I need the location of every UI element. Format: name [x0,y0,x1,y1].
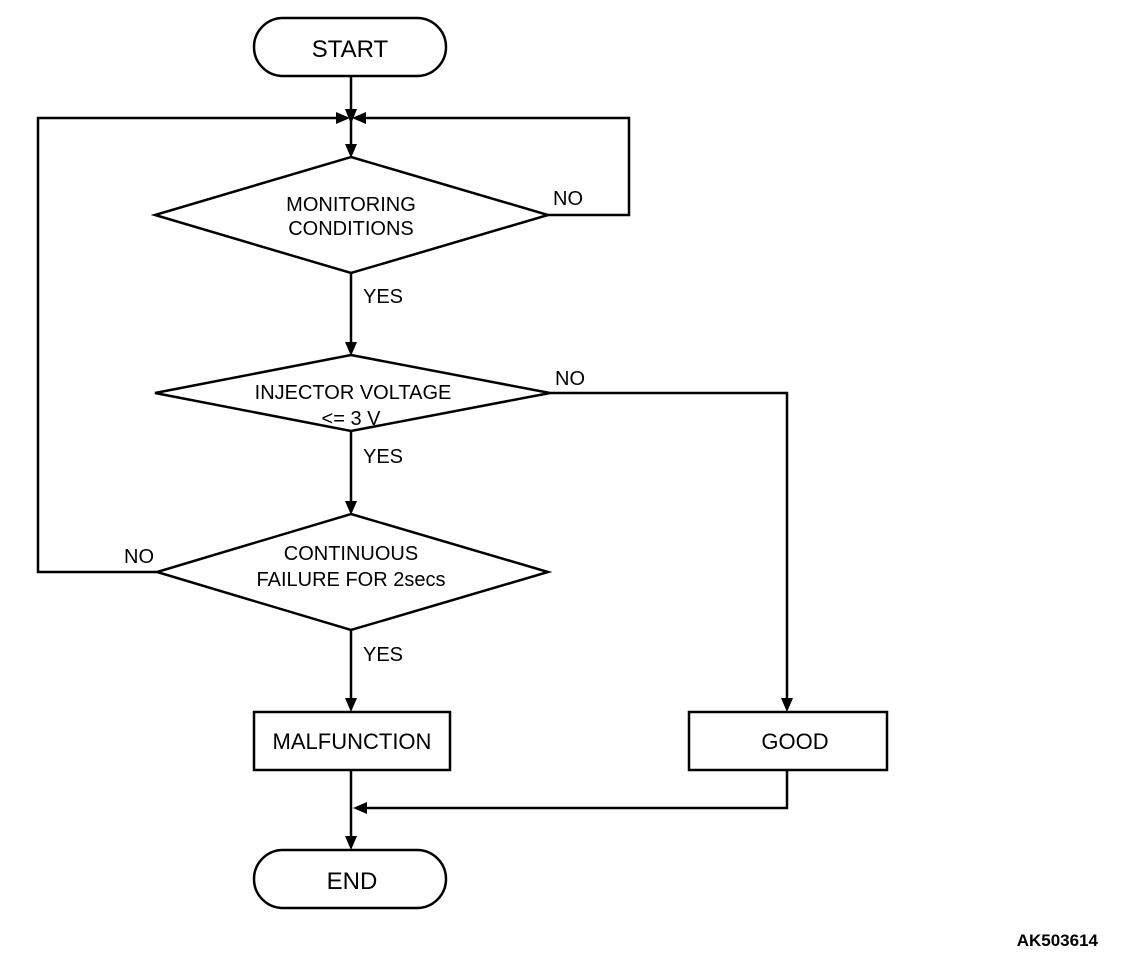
malfunction-label: MALFUNCTION [273,729,432,754]
arrowhead-d2 [345,342,357,356]
connector-d1-no-loop [362,116,631,217]
decision-1-no-label: NO [553,188,583,210]
connector-good-to-end [364,770,789,810]
decision-1-yes-label: YES [363,286,403,308]
decision-3-line-1: CONTINUOUS [284,543,418,565]
arrowhead-good [781,698,793,712]
decision-1-line-1: MONITORING [286,194,416,216]
arrowhead-d3 [345,501,357,515]
arrowhead-malfunction [345,698,357,712]
decision-2-line-2: <= 3 V [322,408,382,430]
decision-3-no-label: NO [124,546,154,568]
arrowhead-d1-no [352,112,366,124]
decision-2-line-1: INJECTOR VOLTAGE [255,382,452,404]
arrowhead-good-merge [353,802,367,814]
connector-d3-no-loop [36,116,340,574]
figure-id: AK503614 [1017,931,1099,950]
end-label: END [327,868,378,895]
start-label: START [312,36,389,63]
decision-1-line-2: CONDITIONS [288,218,414,240]
arrowhead-d3-no [336,112,350,124]
arrowhead-start [345,109,357,124]
end-terminal [252,848,448,910]
good-label: GOOD [761,729,828,754]
arrowhead-d1 [345,144,357,158]
decision-2-yes-label: YES [363,446,403,468]
arrowhead-end [345,836,357,850]
decision-3-yes-label: YES [363,644,403,666]
decision-2-no-label: NO [555,368,585,390]
decision-3-line-2: FAILURE FOR 2secs [257,569,446,591]
connector-d2-no [550,391,789,702]
